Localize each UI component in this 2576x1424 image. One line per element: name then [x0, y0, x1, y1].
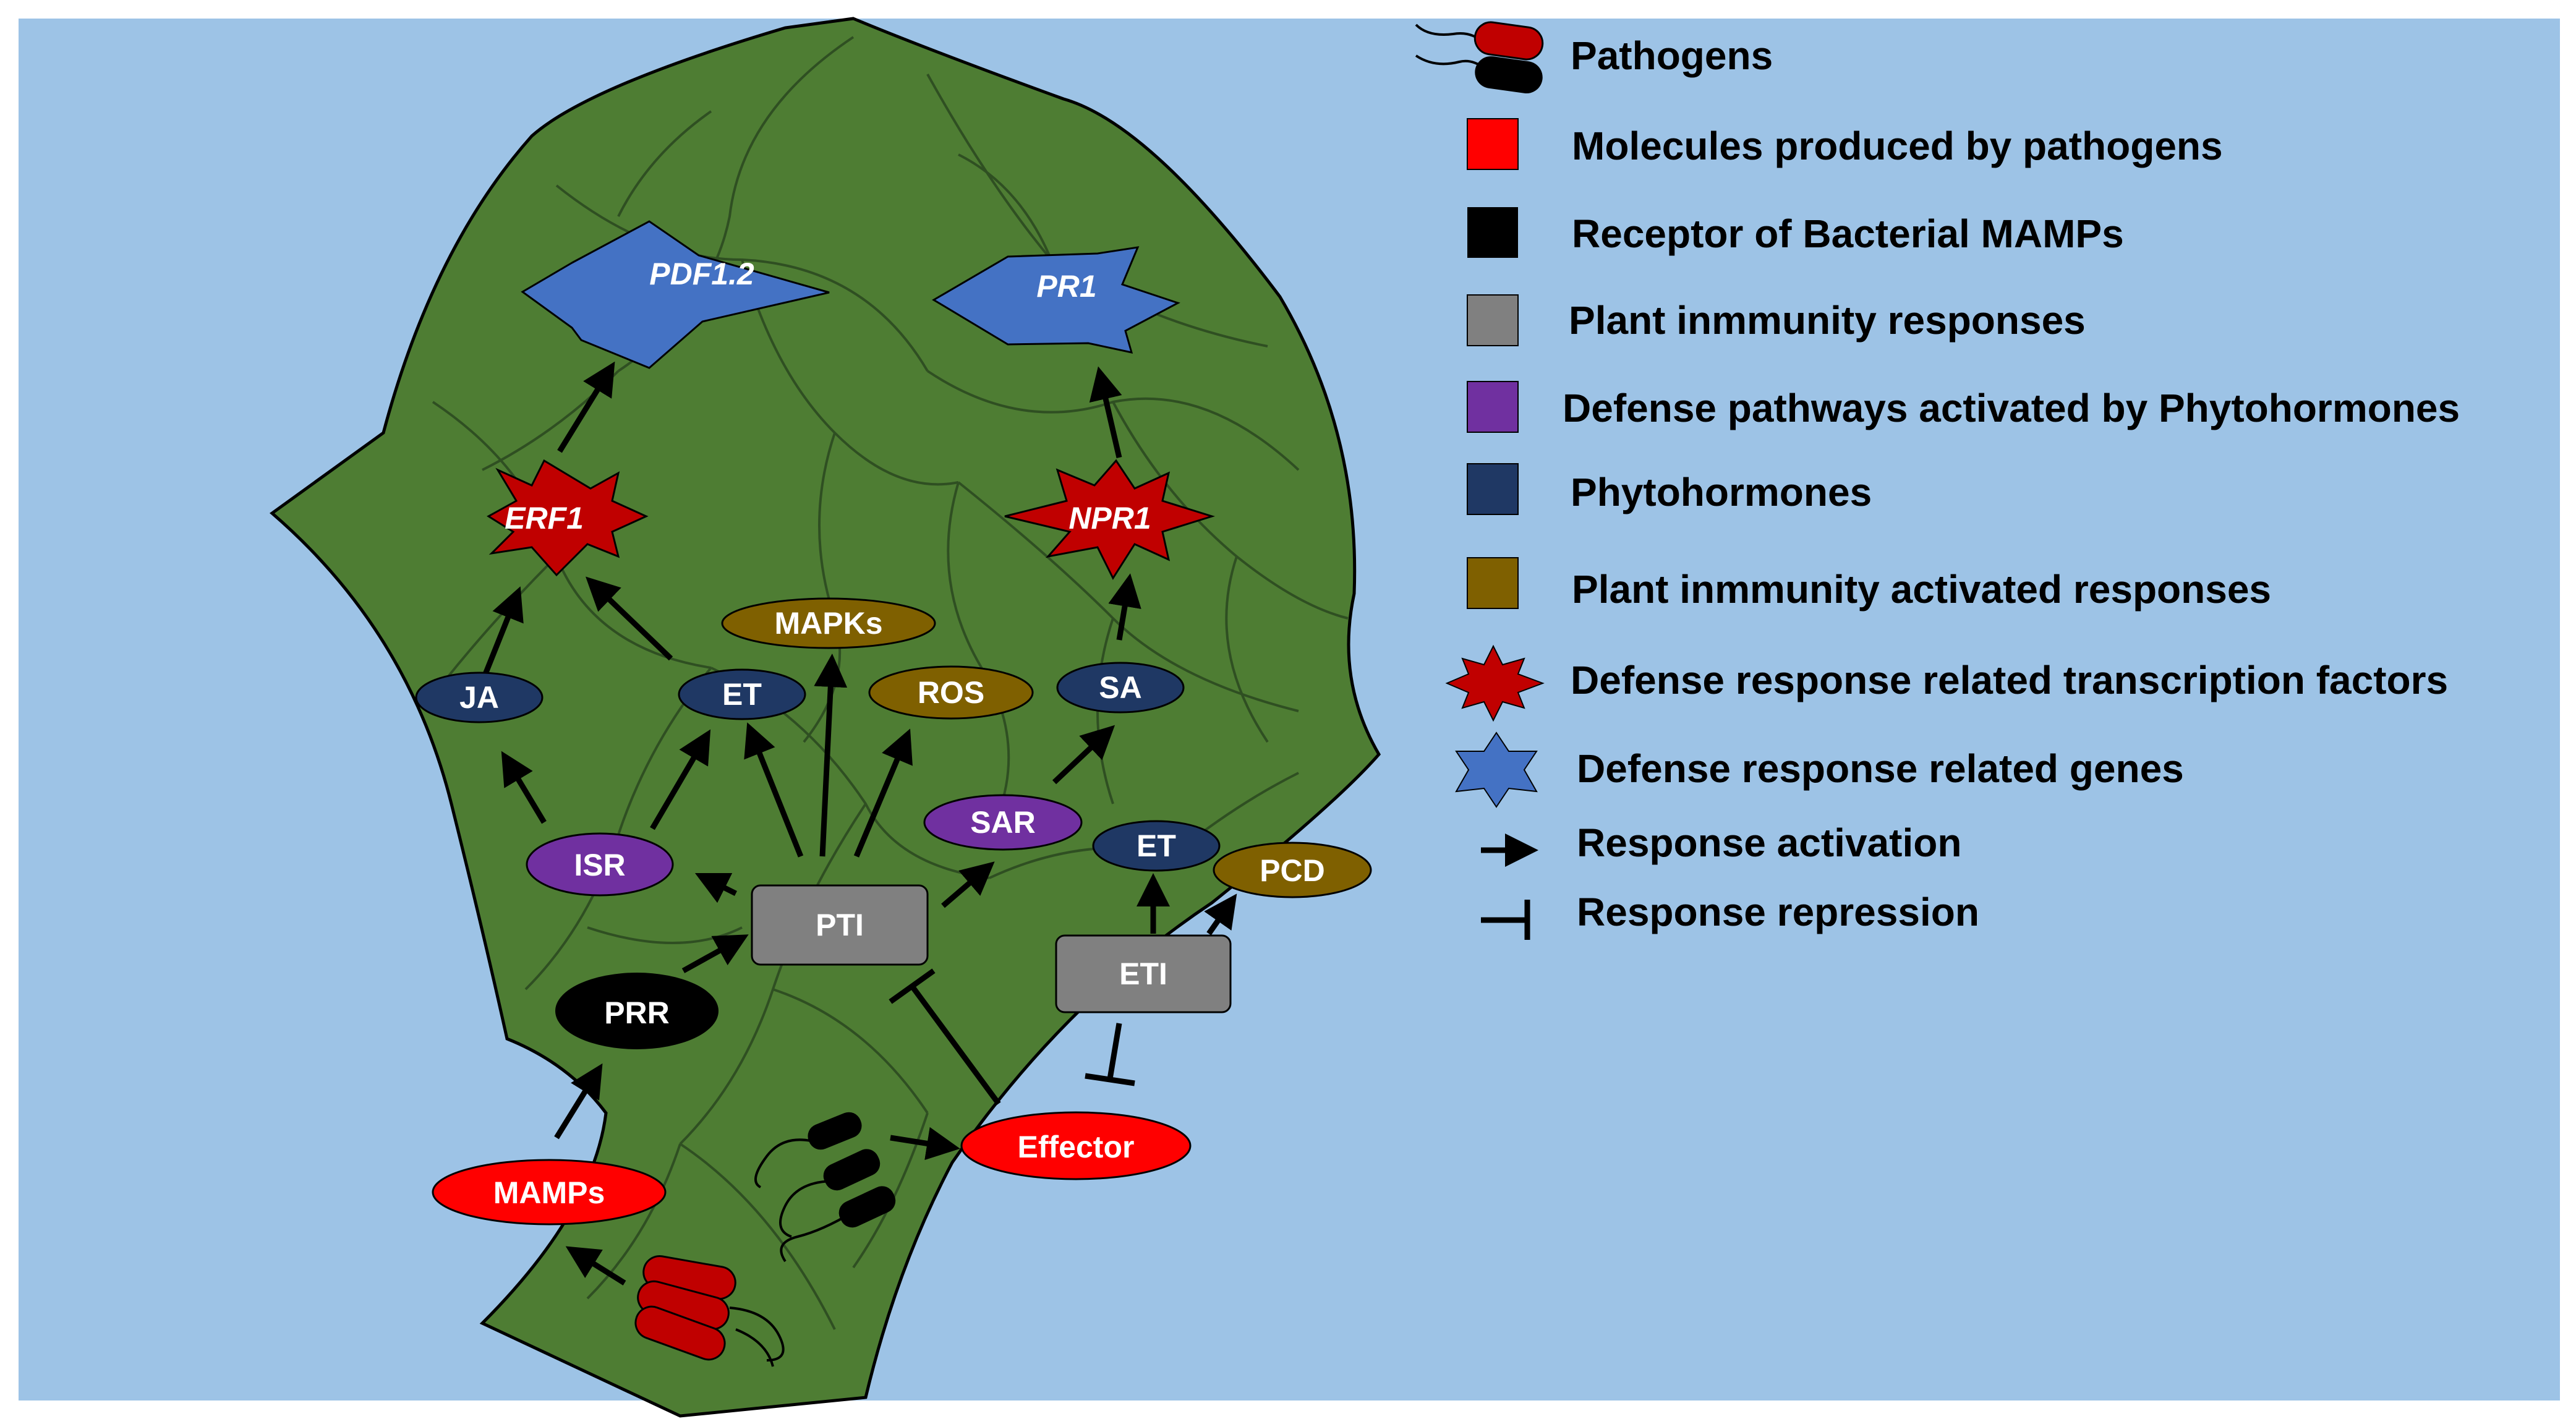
legend-label-repression: Response repression [1577, 890, 1979, 934]
arrow-pathogens-to-mamps [565, 1246, 626, 1285]
red-star-icon [1445, 644, 1545, 722]
arrow-pti-to-mapks [814, 654, 848, 857]
legend-label-phytohormones: Phytohormones [1571, 470, 1872, 514]
arrow-sa-to-npr1 [1108, 573, 1141, 641]
arrow-bacteria-to-effector [890, 1127, 960, 1161]
legend-item-activated: Plant inmmunity activated responses [1467, 557, 2271, 612]
arrow-ja-to-erf1 [482, 586, 524, 675]
legend-item-pathogens: Pathogens [1415, 21, 1773, 94]
node-pti: PTI [751, 884, 929, 966]
node-ja-label: JA [459, 680, 499, 715]
tf-npr1: NPR1 [1004, 459, 1216, 581]
legend-item-activation: Response activation [1481, 821, 1961, 867]
blue-star-icon [1455, 731, 1538, 808]
legend-item-pathways: Defense pathways activated by Phytohormo… [1467, 381, 2460, 433]
node-eti: ETI [1055, 934, 1232, 1013]
legend-label-pathways: Defense pathways activated by Phytohormo… [1563, 386, 2460, 430]
gene-pr1-label: PR1 [1036, 269, 1096, 304]
legend-item-repression: Response repression [1481, 890, 1979, 940]
gray-square-icon [1467, 294, 1519, 346]
gene-pdf12-label: PDF1.2 [649, 257, 754, 291]
connections [482, 361, 1237, 1285]
node-et-eti-label: ET [1137, 829, 1176, 863]
black-square-icon [1467, 207, 1518, 258]
node-isr: ISR [526, 832, 674, 897]
node-eti-label: ETI [1119, 957, 1167, 991]
legend-item-tf: Defense response related transcription f… [1445, 644, 2448, 722]
purple-square-icon [1467, 381, 1519, 433]
legend-label-activated: Plant inmmunity activated responses [1572, 567, 2271, 612]
node-et-top-label: ET [722, 677, 762, 712]
arrow-pti-to-ros [853, 728, 913, 858]
node-mapks-label: MAPKs [774, 606, 882, 641]
inhibition-icon [1481, 900, 1530, 940]
legend-label-molecules: Molecules produced by pathogens [1572, 124, 2223, 168]
node-pti-label: PTI [816, 908, 864, 942]
bacteria-pair-icon [1415, 21, 1544, 94]
repression-effector-to-eti [1085, 1023, 1135, 1086]
arrow-npr1-to-pr1 [1089, 366, 1122, 459]
gene-pdf12: PDF1.2 [521, 220, 830, 369]
node-pcd: PCD [1213, 842, 1372, 898]
node-mapks: MAPKs [721, 597, 936, 649]
legend-item-genes: Defense response related genes [1455, 731, 2184, 808]
gene-pr1: PR1 [932, 246, 1180, 354]
arrow-pti-to-sar [941, 861, 995, 908]
arrow-et-to-erf1 [586, 576, 673, 661]
brown-square-icon [1467, 557, 1519, 609]
node-prr-label: PRR [604, 996, 670, 1030]
node-ja: JA [415, 671, 544, 723]
node-ros-label: ROS [918, 675, 984, 710]
node-prr: PRR [555, 973, 719, 1049]
arrow-erf1-to-pdf12 [557, 361, 615, 453]
node-sa: SA [1056, 662, 1185, 714]
legend-item-receptor: Receptor of Bacterial MAMPs [1467, 207, 2124, 258]
arrow-pti-to-et [744, 722, 804, 858]
legend-item-molecules: Molecules produced by pathogens [1467, 118, 2223, 170]
node-effector: Effector [960, 1111, 1192, 1180]
arrow-isr-to-et [650, 729, 711, 830]
node-et-top: ET [678, 668, 806, 720]
arrow-eti-to-pcd [1204, 893, 1237, 936]
bacteria-black-icon [754, 1112, 896, 1263]
bacteria-red-icon [634, 1255, 785, 1367]
node-mamps: MAMPs [432, 1159, 667, 1226]
legend-label-tf: Defense response related transcription f… [1571, 658, 2448, 702]
node-et-eti: ET [1092, 820, 1221, 872]
arrow-sar-to-sa [1052, 725, 1115, 785]
legend: Pathogens Molecules produced by pathogen… [1415, 21, 2460, 940]
arrow-isr-to-ja [501, 751, 547, 824]
legend-label-genes: Defense response related genes [1577, 746, 2184, 791]
tf-npr1-label: NPR1 [1068, 501, 1151, 535]
node-effector-label: Effector [1018, 1130, 1135, 1164]
arrow-prr-to-pti [681, 934, 749, 973]
node-isr-label: ISR [574, 848, 625, 882]
legend-label-immunity: Plant inmmunity responses [1569, 298, 2086, 343]
legend-label-receptor: Receptor of Bacterial MAMPs [1572, 211, 2124, 256]
node-mamps-label: MAMPs [493, 1175, 605, 1210]
arrow-mamps-to-prr [554, 1063, 603, 1140]
node-sa-label: SA [1099, 670, 1141, 705]
arrow-pti-to-isr [694, 872, 738, 903]
node-sar: SAR [923, 794, 1083, 851]
tf-erf1: ERF1 [487, 459, 649, 577]
legend-label-pathogens: Pathogens [1571, 33, 1773, 78]
node-ros: ROS [868, 665, 1034, 720]
node-pcd-label: PCD [1260, 853, 1325, 888]
navy-square-icon [1467, 463, 1519, 515]
tf-erf1-label: ERF1 [505, 501, 584, 535]
repression-effector-to-pti [889, 968, 1001, 1106]
legend-label-activation: Response activation [1577, 821, 1961, 865]
red-square-icon [1467, 118, 1519, 170]
node-sar-label: SAR [970, 805, 1036, 840]
legend-item-immunity: Plant inmmunity responses [1467, 294, 2086, 346]
legend-item-phytohormones: Phytohormones [1467, 463, 1872, 515]
